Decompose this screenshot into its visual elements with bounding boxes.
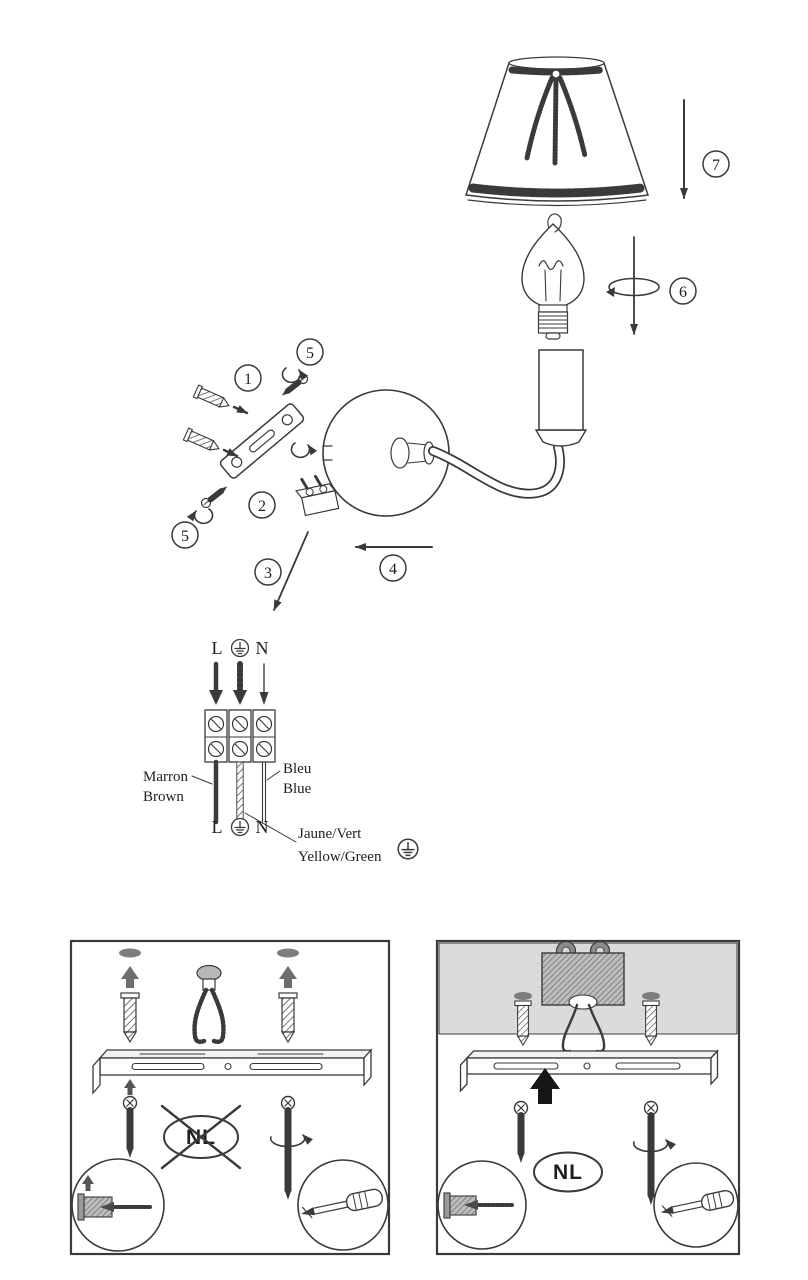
wall-anchor [192, 384, 233, 413]
wire-label-blue-en: Blue [283, 781, 312, 797]
up-arrow-icon [279, 966, 297, 988]
wall-anchor [182, 427, 223, 456]
lamp-terminal-block: 3 [254, 474, 340, 611]
step-2-number: 2 [258, 498, 266, 515]
rotation-arrow-icon [195, 509, 213, 523]
earth-icon [397, 838, 419, 860]
wiring-diagram: L N [143, 638, 419, 865]
lamp-body-illustration [322, 349, 588, 517]
wire-label-earth-fr: Jaune/Vert [298, 826, 362, 842]
shade-tripod-fitting [524, 69, 588, 166]
step-7-badge [702, 150, 730, 178]
terminal-label-n-top: N [256, 638, 269, 658]
wire-label-brown-fr: Marron [143, 769, 188, 785]
drill-hole [119, 948, 141, 958]
screwdriver [660, 1189, 735, 1217]
step-5-badge [296, 338, 324, 366]
detail-callout-drill [71, 1158, 165, 1252]
drill-hole [514, 992, 532, 1000]
spring-toggle-anchor [192, 964, 226, 1045]
candle-cup [534, 429, 588, 447]
step-4-badge [379, 554, 407, 582]
up-arrow-icon [121, 966, 139, 988]
wire-label-blue-fr: Bleu [283, 761, 312, 777]
step-1-number: 1 [244, 371, 252, 388]
step-4-number: 4 [389, 561, 397, 578]
bulb-illustration [521, 213, 585, 340]
rotation-arrow-icon [291, 443, 309, 457]
up-arrow-icon [124, 1079, 136, 1095]
nl-label-right: NL [553, 1161, 583, 1184]
detail-callout-screwdriver [297, 1159, 389, 1251]
step-1-badge [234, 364, 262, 392]
wall-bracket-assembly: 1 5 2 5 [171, 338, 324, 549]
step-3-arrow [273, 531, 309, 611]
wire-out-earth [236, 761, 244, 823]
rotation-arrow-icon [269, 1134, 313, 1148]
detail-callout-drill [437, 1160, 527, 1250]
lampshade-illustration [465, 56, 649, 207]
step-5-number: 5 [306, 345, 314, 362]
rotation-arrow-icon [632, 1139, 676, 1153]
step-5-number: 5 [181, 528, 189, 545]
step-3-badge [254, 558, 282, 586]
panel-right: NL [435, 939, 741, 1256]
detail-callout-screwdriver [653, 1162, 739, 1248]
earth-icon [230, 638, 250, 658]
step-5-badge [171, 521, 199, 549]
insert-arrow-icon [232, 405, 249, 415]
insert-arrow-icon [222, 448, 239, 458]
junction-box [541, 940, 625, 1053]
step-6: 6 [606, 236, 697, 335]
wire-label-brown-en: Brown [143, 789, 184, 805]
mounting-bracket [459, 1049, 719, 1093]
nl-not-applicable-badge: NL [160, 1104, 242, 1170]
drill-hole [277, 948, 299, 958]
terminal-block [204, 709, 276, 763]
screw [200, 483, 230, 509]
terminal-label-l-bottom: L [212, 817, 223, 837]
step-7-number: 7 [712, 157, 720, 174]
up-arrow-icon [530, 1068, 560, 1104]
nl-applicable-badge: NL [533, 1151, 603, 1193]
panel-left: NL [69, 939, 391, 1256]
step-3-number: 3 [264, 565, 272, 582]
step-2-badge [248, 491, 276, 519]
step-6-badge [669, 277, 697, 305]
wire-label-earth-en: Yellow/Green [298, 849, 382, 865]
drill-hole [642, 992, 660, 1000]
up-arrow-icon [82, 1175, 94, 1191]
step-4: 4 [355, 543, 433, 582]
earth-icon [230, 817, 250, 837]
mounting-bracket [92, 1048, 373, 1095]
step-7: 7 [680, 99, 730, 199]
rotation-arrow-icon [282, 368, 300, 382]
candle-tube [538, 349, 584, 431]
cross-icon [160, 1104, 242, 1170]
terminal-label-l-top: L [212, 638, 223, 658]
rotation-arrow-icon [608, 277, 660, 297]
terminal-label-n-bottom: N [256, 817, 269, 837]
screwdriver [300, 1188, 384, 1219]
step-6-number: 6 [679, 284, 687, 301]
bulb-screw-base [537, 304, 569, 340]
